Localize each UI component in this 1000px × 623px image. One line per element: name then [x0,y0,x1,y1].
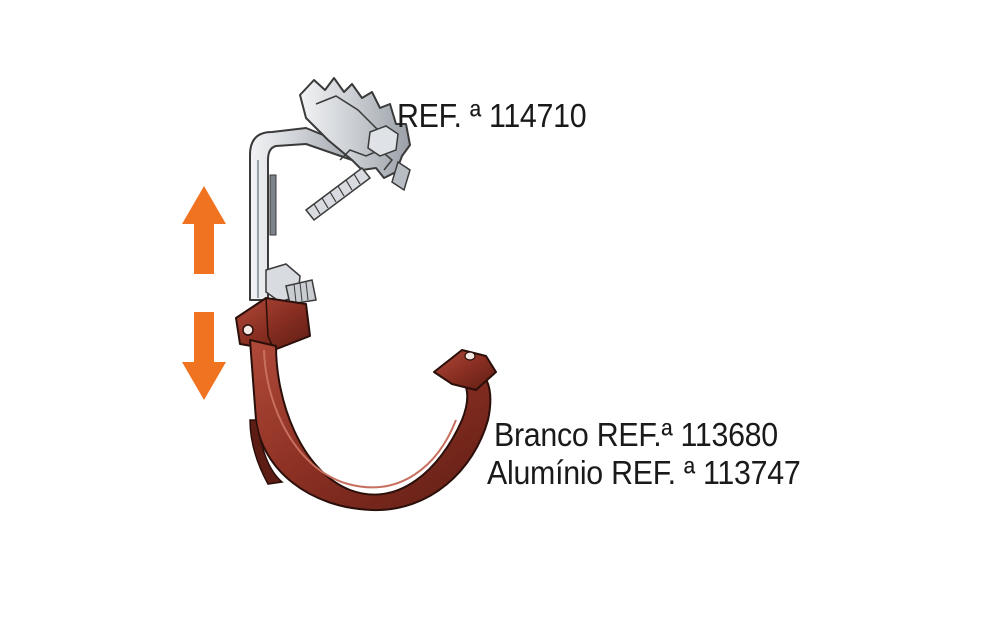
threaded-bolt [304,166,372,222]
hook-ref-label: REF. ª 114710 [397,97,587,134]
branco-ref-label: Branco REF.ª 113680 [494,416,778,453]
arrow-down-icon [182,312,226,400]
gutter-bracket [235,297,497,512]
aluminio-ref-label: Alumínio REF. ª 113747 [487,454,801,491]
arrow-up-icon [182,186,226,274]
strap-bolt [265,263,317,305]
serrated-clamp [299,77,411,192]
